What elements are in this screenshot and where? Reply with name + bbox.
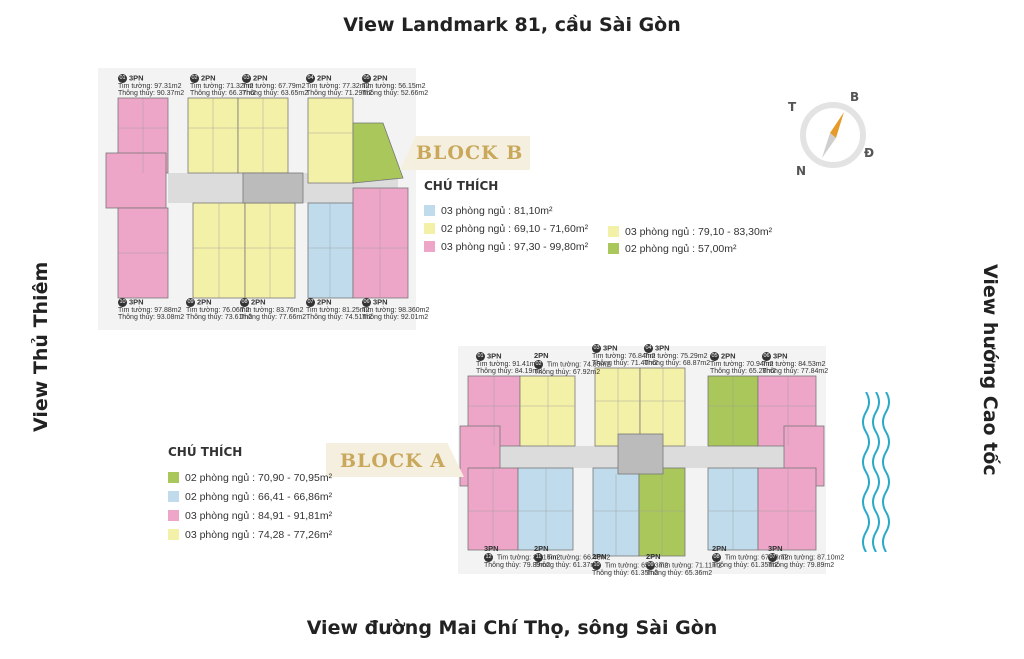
block-b-legend-item: 03 phòng ngủ : 79,10 - 83,30m²: [608, 224, 772, 239]
legend-swatch: [168, 510, 179, 521]
block-b-legend-item: 03 phòng ngủ : 97,30 - 99,80m²: [424, 239, 588, 254]
compass-north: B: [850, 90, 860, 104]
block-a-unit-04: [639, 367, 686, 447]
compass-west: T: [788, 100, 797, 114]
block-b-unit-01-lower: [105, 152, 167, 209]
block-b-legend: 03 phòng ngủ : 81,10m² 02 phòng ngủ : 69…: [424, 203, 794, 263]
compass-east: Đ: [864, 146, 875, 160]
compass-south: N: [796, 164, 807, 178]
block-b-legend-item: 03 phòng ngủ : 81,10m²: [424, 203, 553, 218]
view-top-label: View Landmark 81, cầu Sài Gòn: [343, 14, 681, 36]
block-b-floorplan: [98, 68, 416, 330]
view-right-label: View hướng Cao tốc: [979, 264, 1001, 476]
legend-swatch: [168, 529, 179, 540]
block-a-unit-07: [757, 467, 817, 551]
block-a-title-banner: [326, 443, 464, 477]
block-a-legend: 02 phòng ngủ : 70,90 - 70,95m² 02 phòng …: [168, 470, 368, 546]
block-a-legend-item: 02 phòng ngủ : 70,90 - 70,95m²: [168, 470, 332, 485]
block-a-legend-item: 03 phòng ngủ : 84,91 - 91,81m²: [168, 508, 332, 523]
block-a-legend-item: 03 phòng ngủ : 74,28 - 77,26m²: [168, 527, 332, 542]
block-b-title-banner: [400, 136, 530, 170]
block-a-plan-drawing: [458, 346, 826, 574]
view-bottom-label: View đường Mai Chí Thọ, sông Sài Gòn: [306, 617, 718, 639]
block-a-title: BLOCK A: [340, 450, 446, 472]
water-waves-icon: [860, 391, 894, 553]
legend-swatch: [608, 226, 619, 237]
block-a-floorplan: [458, 346, 826, 574]
block-b-legend-item: 02 phòng ngủ : 69,10 - 71,60m²: [424, 221, 588, 236]
legend-swatch: [424, 223, 435, 234]
block-a-legend-title: CHÚ THÍCH: [168, 445, 243, 459]
block-b-legend-title: CHÚ THÍCH: [424, 179, 499, 193]
block-a-legend-item: 02 phòng ngủ : 66,41 - 66,86m²: [168, 489, 332, 504]
legend-swatch: [424, 205, 435, 216]
block-b-core: [242, 172, 304, 204]
legend-swatch: [168, 472, 179, 483]
block-b-unit-07: [307, 202, 354, 299]
legend-swatch: [424, 241, 435, 252]
block-a-core: [617, 433, 664, 475]
block-b-unit-04: [307, 97, 354, 184]
block-a-unit-02: [519, 375, 576, 447]
block-b-unit-05: [352, 122, 404, 184]
water-waves-drawing: [862, 391, 890, 553]
compass-icon: [800, 102, 866, 168]
block-b-plan-drawing: [98, 68, 416, 330]
compass: T B Đ N: [778, 80, 888, 190]
legend-swatch: [168, 491, 179, 502]
block-b-legend-item: 02 phòng ngủ : 57,00m²: [608, 241, 737, 256]
block-b-unit-06: [352, 187, 409, 299]
view-left-label: View Thủ Thiêm: [30, 261, 52, 432]
legend-swatch: [608, 243, 619, 254]
block-b-title: BLOCK B: [416, 142, 524, 164]
block-a-unit-11: [517, 467, 574, 551]
